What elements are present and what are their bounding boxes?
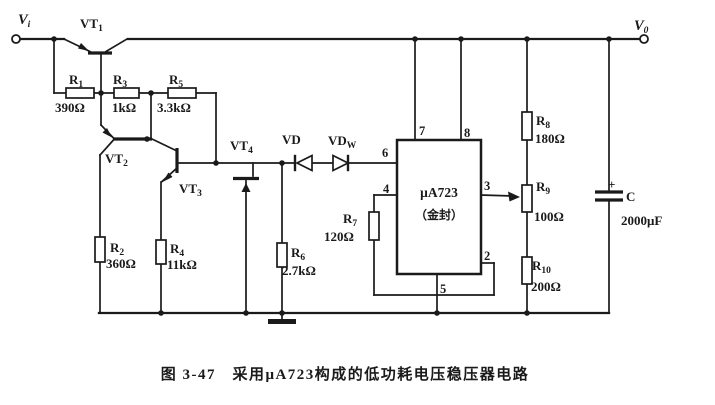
wires: [18, 37, 642, 315]
input-terminal-node: [11, 34, 21, 44]
transistor-vt4-label: VT4: [230, 138, 253, 156]
resistor-r5: R5 3.3kΩ: [157, 72, 197, 115]
diode-vd: VD: [282, 132, 313, 172]
resistor-r2-label: R2: [110, 240, 124, 258]
diode-vdw-label: VDW: [328, 133, 357, 151]
resistor-r7-value: 120Ω: [324, 229, 354, 244]
resistor-r3-value: 1kΩ: [112, 100, 136, 115]
ic-pin-3: 3: [484, 179, 490, 193]
transistor-vt1: VT1: [62, 16, 129, 55]
ic-pin-5: 5: [440, 282, 446, 296]
ic-pin-8: 8: [464, 126, 470, 140]
output-terminal-label: V0: [634, 18, 649, 36]
capacitor-value: 2000μF: [621, 213, 662, 228]
transistor-vt3: VT3: [150, 137, 202, 199]
resistor-r4-label: R4: [170, 241, 184, 259]
figure-caption: 图 3-47 采用μA723构成的低功耗电压稳压器电路: [161, 365, 530, 383]
resistor-r10: R10 200Ω: [521, 256, 561, 294]
transistor-vt4: VT4: [230, 138, 259, 192]
ic-pin-2: 2: [484, 249, 490, 263]
resistor-r5-value: 3.3kΩ: [157, 100, 191, 115]
input-terminal-label: Vi: [18, 12, 31, 30]
capacitor-c: + C 2000μF: [595, 177, 662, 228]
output-terminal-node: [639, 34, 649, 44]
resistor-r3: R3 1kΩ: [112, 72, 140, 115]
resistor-r6-value: 2.7kΩ: [282, 263, 316, 278]
input-terminal: Vi: [11, 12, 31, 44]
resistor-r2-value: 360Ω: [106, 256, 136, 271]
resistor-r1-label: R1: [69, 72, 83, 90]
ic-package: （金封）: [415, 207, 463, 222]
resistor-r5-label: R5: [169, 72, 183, 90]
resistor-r3-label: R3: [113, 72, 127, 90]
resistor-r8-value: 180Ω: [535, 131, 565, 146]
transistor-vt2-label: VT2: [105, 151, 128, 169]
ic-pin-4: 4: [383, 182, 390, 196]
resistor-r9-label: R9: [536, 179, 550, 197]
capacitor-polarity: +: [608, 177, 615, 192]
ic-pin-7: 7: [419, 124, 425, 138]
transistor-vt3-label: VT3: [179, 181, 202, 199]
ic-name: μA723: [420, 185, 458, 200]
diode-vd-label: VD: [282, 132, 301, 147]
resistor-r4-value: 11kΩ: [167, 257, 197, 272]
junction-dots: [51, 36, 612, 316]
resistor-r6: R6 2.7kΩ: [276, 242, 316, 278]
resistor-r9-potentiometer: R9 100Ω: [508, 179, 564, 224]
resistor-r7: R7 120Ω: [324, 211, 380, 244]
resistor-r4: R4 11kΩ: [155, 239, 197, 272]
resistor-r2: R2 360Ω: [94, 236, 136, 271]
output-terminal: V0: [634, 18, 649, 44]
resistor-r8-label: R8: [536, 113, 550, 131]
resistor-r7-label: R7: [343, 211, 357, 229]
capacitor-label: C: [626, 189, 635, 204]
resistor-r1: R1 390Ω: [55, 72, 95, 115]
wiper-arrow: [508, 191, 520, 202]
ic-ua723: μA723 （金封） 7 8 6 4 3 2 5: [382, 124, 490, 296]
resistor-r9-value: 100Ω: [534, 209, 564, 224]
resistor-r1-value: 390Ω: [55, 100, 85, 115]
resistor-r10-label: R10: [532, 258, 551, 276]
transistor-vt1-label: VT1: [80, 16, 103, 34]
resistor-r6-label: R6: [291, 245, 305, 263]
resistor-r10-value: 200Ω: [531, 279, 561, 294]
ic-pin-6: 6: [382, 146, 388, 160]
transistor-vt2: VT2: [98, 123, 152, 169]
diode-vdw: VDW: [328, 133, 357, 172]
resistor-r8: R8 180Ω: [521, 111, 565, 146]
